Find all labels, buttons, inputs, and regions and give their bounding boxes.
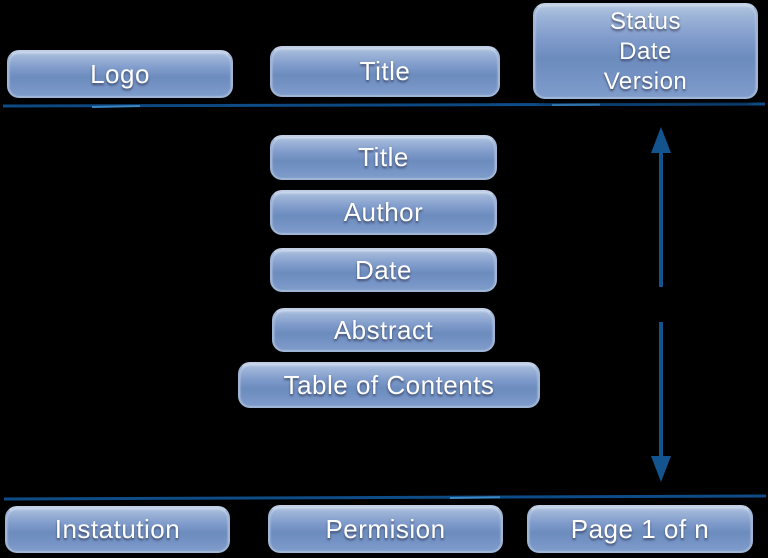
- date-box: Date: [270, 248, 497, 292]
- status-line: Status: [609, 8, 682, 35]
- version-line: Version: [603, 68, 688, 95]
- vertical-double-arrow: [651, 127, 671, 482]
- status-date-version-box: Status Date Version: [533, 3, 758, 99]
- page-number-box: Page 1 of n: [527, 505, 753, 553]
- logo-label: Logo: [90, 58, 150, 89]
- table-of-contents-box: Table of Contents: [238, 362, 540, 408]
- top-divider-line: [2, 102, 766, 108]
- header-title-label: Title: [359, 56, 411, 86]
- institution-label: Instatution: [54, 514, 181, 544]
- abstract-label: Abstract: [333, 314, 434, 345]
- institution-box: Instatution: [5, 506, 230, 553]
- permission-box: Permision: [268, 505, 503, 553]
- body-title-box: Title: [270, 135, 497, 180]
- bottom-divider-line: [3, 494, 767, 501]
- abstract-box: Abstract: [272, 308, 495, 352]
- author-box: Author: [270, 190, 497, 235]
- header-title-box: Title: [270, 46, 500, 97]
- table-of-contents-label: Table of Contents: [283, 369, 495, 400]
- page-number-label: Page 1 of n: [570, 513, 710, 544]
- logo-box: Logo: [7, 50, 233, 98]
- date-line: Date: [619, 38, 672, 65]
- date-label: Date: [355, 254, 412, 285]
- author-label: Author: [343, 197, 424, 227]
- permission-label: Permision: [325, 513, 446, 544]
- body-title-label: Title: [358, 142, 409, 172]
